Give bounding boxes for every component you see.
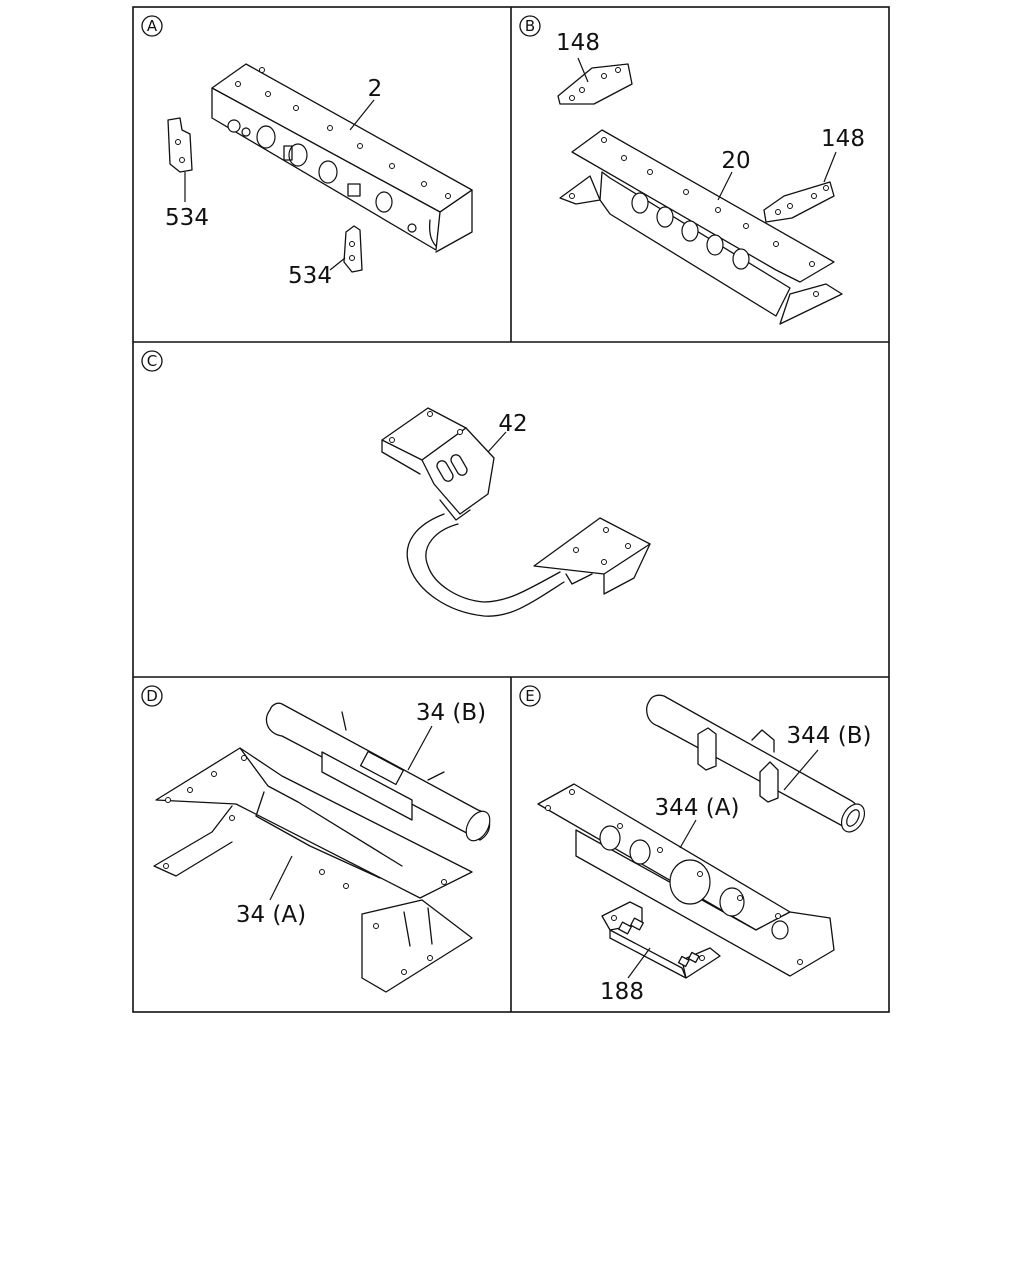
section-letter: B [525,17,535,35]
section-marker-d: D [141,685,163,707]
callout-label: 148 [556,30,600,56]
callout-label: 344 (B) [787,723,872,749]
crossmember-20-drawing [559,129,843,325]
section-a: A [141,15,473,289]
crossmember-34a-drawing [153,747,473,993]
diagram-frame [132,6,890,1013]
callout-label: 20 [721,148,750,174]
crossmember-344b-drawing [646,694,866,833]
section-letter: C [147,352,157,370]
crossmember-344a-drawing [537,783,835,977]
section-b: B [519,15,865,325]
crossmember-34b-drawing [265,702,491,842]
section-marker-e: E [519,685,541,707]
section-marker-a: A [141,15,163,37]
section-marker-b: B [519,15,541,37]
callout-label: 34 (A) [236,902,306,928]
section-d: D [141,685,491,993]
crossmember-42-drawing [381,407,651,617]
section-c: C 42 [141,350,651,617]
callout-label: 188 [600,979,644,1005]
callout-label: 2 [368,76,383,102]
section-e: E [519,685,872,1005]
callout-label: 148 [821,126,865,152]
callout-label: 34 (B) [416,700,486,726]
callout-label: 344 (A) [655,795,740,821]
crossmember-2-drawing [211,63,473,253]
callout-label: 534 [288,263,332,289]
callout-label: 42 [498,411,527,437]
bracket-534-upper [167,117,193,173]
section-letter: D [146,687,158,705]
callout-label: 534 [165,205,209,231]
section-letter: E [525,687,534,705]
plate-148-right [763,181,835,223]
section-marker-c: C [141,350,163,372]
bracket-188-drawing [601,901,721,979]
section-letter: A [147,17,158,35]
bracket-534-lower [343,225,363,273]
plate-148-upper [557,63,633,105]
